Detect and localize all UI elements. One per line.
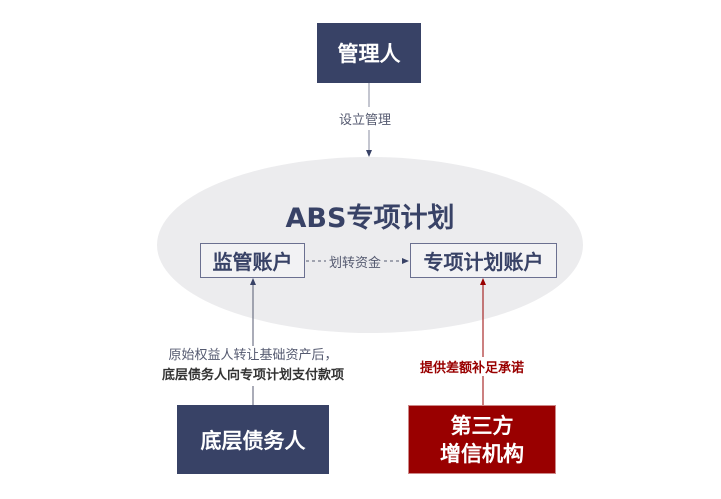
debtor-edge-line1: 原始权益人转让基础资产后， bbox=[168, 348, 338, 363]
manager-box: 管理人 bbox=[317, 23, 421, 83]
guarantor-line1: 第三方 bbox=[450, 413, 514, 438]
manager-edge-label: 设立管理 bbox=[337, 107, 394, 130]
guarantor-box: 第三方 增信机构 bbox=[408, 405, 556, 474]
plan-ellipse bbox=[157, 157, 583, 333]
plan-account-box: 专项计划账户 bbox=[410, 243, 557, 278]
transfer-label: 划转资金 bbox=[326, 252, 385, 271]
supervision-account-box: 监管账户 bbox=[200, 243, 305, 278]
plan-title: ABS专项计划 bbox=[285, 203, 455, 234]
debtor-box: 底层债务人 bbox=[177, 405, 329, 474]
debtor-edge-label: 原始权益人转让基础资产后， 底层债务人向专项计划支付款项 bbox=[133, 346, 373, 386]
guarantor-edge-label: 提供差额补足承诺 bbox=[418, 357, 527, 376]
debtor-edge-line2: 底层债务人向专项计划支付款项 bbox=[161, 368, 344, 383]
guarantor-line2: 增信机构 bbox=[440, 441, 524, 466]
